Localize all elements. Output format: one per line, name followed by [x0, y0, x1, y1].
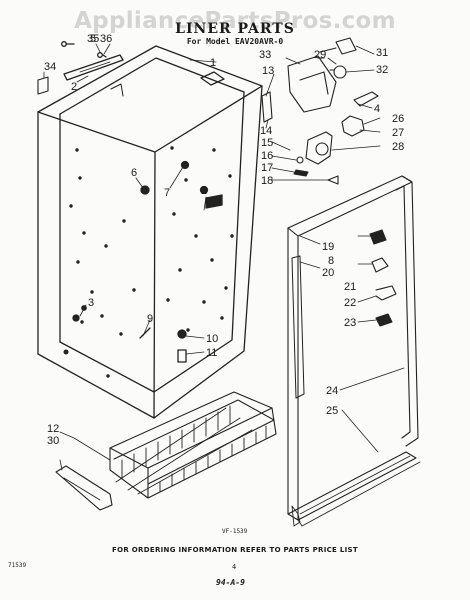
callout-31: 31 — [376, 47, 388, 59]
control-housing — [261, 37, 379, 185]
callout-21: 21 — [344, 281, 356, 293]
callout-22: 22 — [344, 297, 356, 309]
model-subtitle: For Model EAV20AVR-0 — [186, 37, 284, 46]
callout-10: 10 — [206, 333, 218, 345]
callout-6: 6 — [131, 167, 137, 179]
callout-19: 19 — [322, 241, 334, 253]
callout-15: 15 — [261, 137, 273, 149]
door-gasket — [287, 175, 421, 527]
watermark: AppliancePartsPros.com — [74, 8, 396, 34]
callout-11: 11 — [206, 347, 217, 359]
page-number: 4 — [232, 563, 237, 571]
callout-32: 32 — [376, 64, 388, 76]
callout-1: 1 — [210, 57, 216, 69]
callout-16: 16 — [261, 150, 273, 162]
callout-36: 36 — [100, 33, 112, 45]
callout-7: 7 — [164, 187, 170, 199]
callout-27: 27 — [392, 127, 404, 139]
callout-18: 18 — [261, 175, 273, 187]
leader-lines — [43, 43, 405, 471]
callout-14: 14 — [260, 125, 272, 137]
page-title: LINER PARTS — [175, 21, 295, 37]
callout-26: 26 — [392, 113, 404, 125]
callout-2: 2 — [71, 81, 77, 93]
figure-code: VF-1539 — [222, 528, 248, 535]
callout-4: 4 — [374, 103, 380, 115]
callout-33: 33 — [259, 49, 271, 61]
date-code: 94-A-9 — [216, 578, 245, 587]
top-bracket — [37, 41, 124, 95]
ordering-note: FOR ORDERING INFORMATION REFER TO PARTS … — [112, 546, 358, 554]
liner-cabinet — [37, 45, 263, 419]
callout-35: 35 — [87, 33, 99, 45]
callout-20: 20 — [322, 267, 334, 279]
callout-8: 8 — [328, 255, 334, 267]
wire-basket — [55, 391, 277, 511]
callout-17: 17 — [261, 162, 273, 174]
callout-24: 24 — [326, 385, 338, 397]
callout-29: 29 — [314, 49, 326, 61]
callout-9: 9 — [147, 313, 153, 325]
callout-34: 34 — [44, 61, 56, 73]
callout-23: 23 — [344, 317, 356, 329]
callout-numbers: 1 2 2 3 4 5 6 7 8 9 10 11 12 13 14 15 16… — [44, 33, 404, 447]
door-small-parts — [369, 229, 397, 327]
callout-28: 28 — [392, 141, 404, 153]
callout-13: 13 — [262, 65, 274, 77]
callout-25: 25 — [326, 405, 338, 417]
callout-2b: 2 — [201, 185, 207, 197]
callout-3: 3 — [88, 297, 94, 309]
left-code: 71539 — [8, 562, 27, 569]
callout-5: 5 — [90, 33, 96, 45]
callout-12: 12 — [47, 423, 59, 435]
callout-30: 30 — [47, 435, 59, 447]
